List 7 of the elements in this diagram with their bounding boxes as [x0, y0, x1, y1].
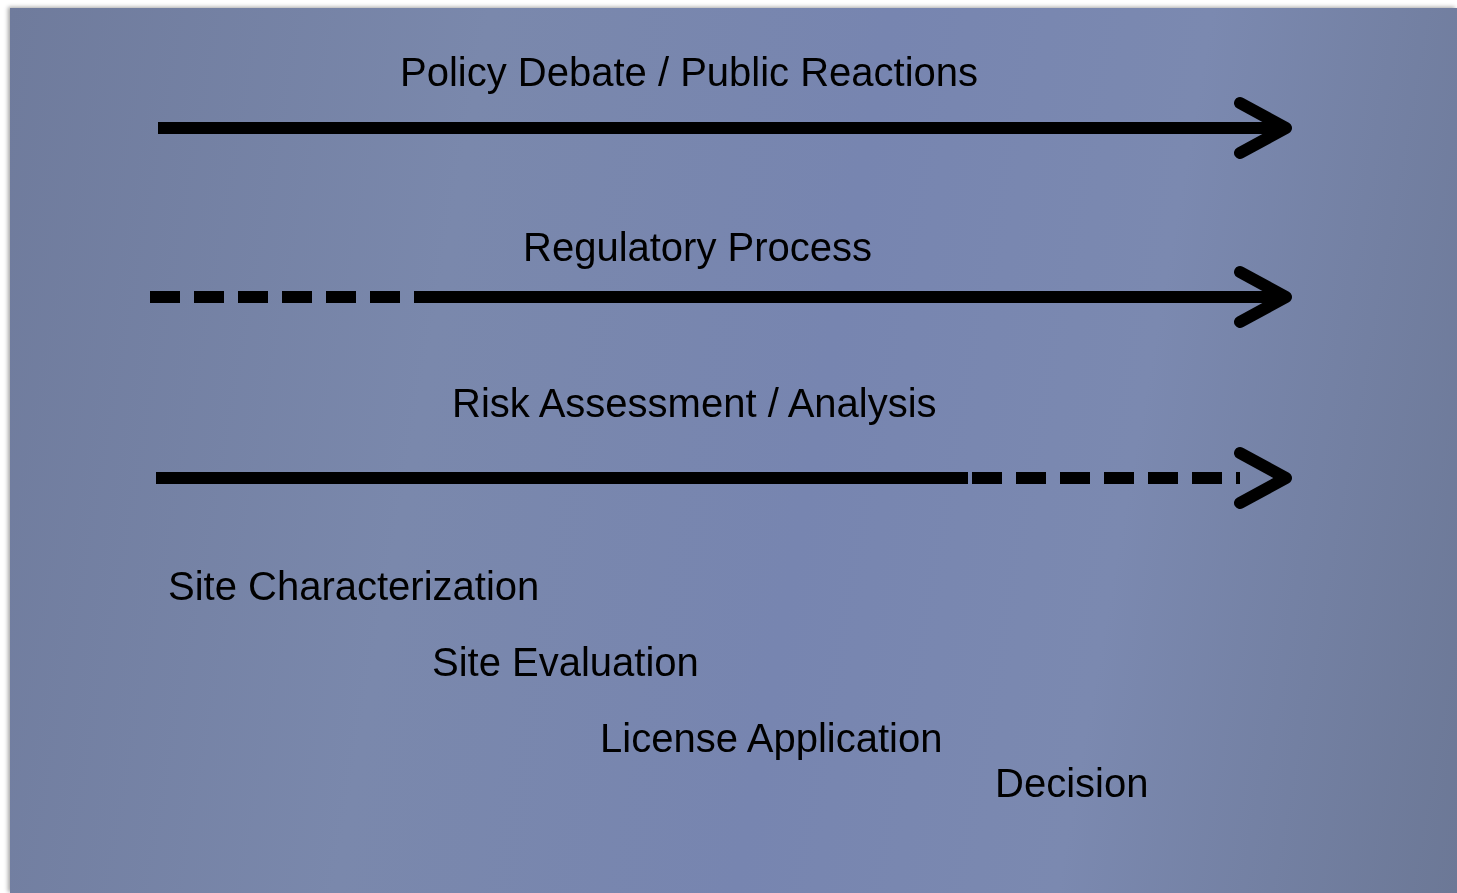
arrow-label: Risk Assessment / Analysis: [452, 383, 937, 423]
arrow-label: Regulatory Process: [523, 227, 873, 267]
stage-label: License Application: [600, 718, 943, 758]
stage-label: Site Characterization: [168, 566, 540, 606]
arrow-label: Policy Debate / Public Reactions: [400, 52, 979, 92]
stage-label: Site Evaluation: [432, 642, 699, 682]
stage-label: Decision: [995, 763, 1149, 803]
